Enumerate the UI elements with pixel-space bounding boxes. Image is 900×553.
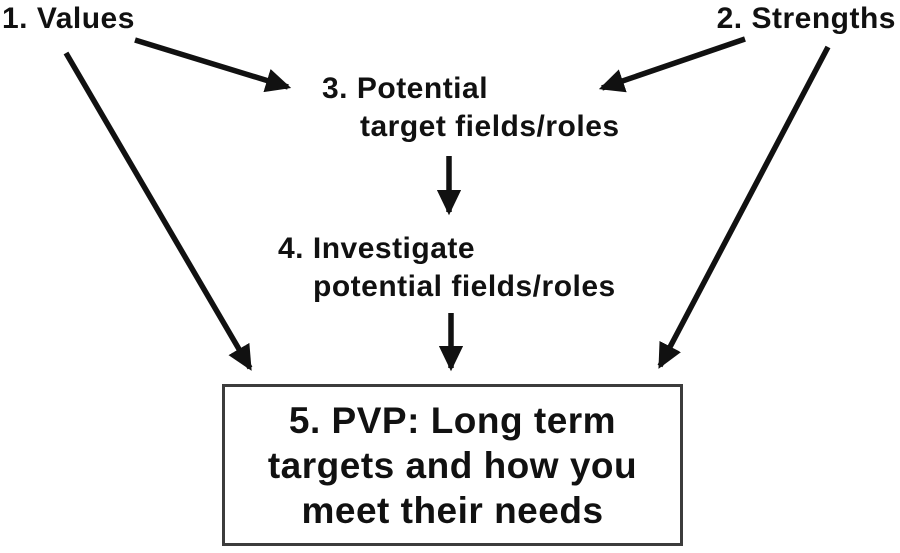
- node-potential-line1: 3. Potential: [322, 72, 489, 105]
- node-potential-line2: target fields/roles: [360, 110, 620, 143]
- pvp-box-line2: targets and how you: [267, 444, 638, 486]
- arrow-values-to-potential: [134, 37, 292, 93]
- node-investigate-line1: 4. Investigate: [278, 232, 476, 265]
- arrow-strengths-to-potential: [598, 36, 746, 93]
- arrow-values-to-pvp: [63, 51, 253, 371]
- node-strengths-label: 2. Strengths: [716, 2, 896, 35]
- pvp-box-line1: 5. PVP: Long term: [288, 399, 617, 441]
- pvp-box-line3: meet their needs: [301, 489, 604, 531]
- arrow-strengths-to-pvp: [657, 45, 831, 369]
- pvp-box: 5. PVP: Long term targets and how you me…: [222, 384, 683, 546]
- node-potential-label: 3. Potential target fields/roles: [322, 70, 620, 146]
- node-values-label: 1. Values: [2, 2, 135, 35]
- node-investigate-line2: potential fields/roles: [313, 270, 616, 303]
- node-investigate-label: 4. Investigate potential fields/roles: [278, 230, 616, 306]
